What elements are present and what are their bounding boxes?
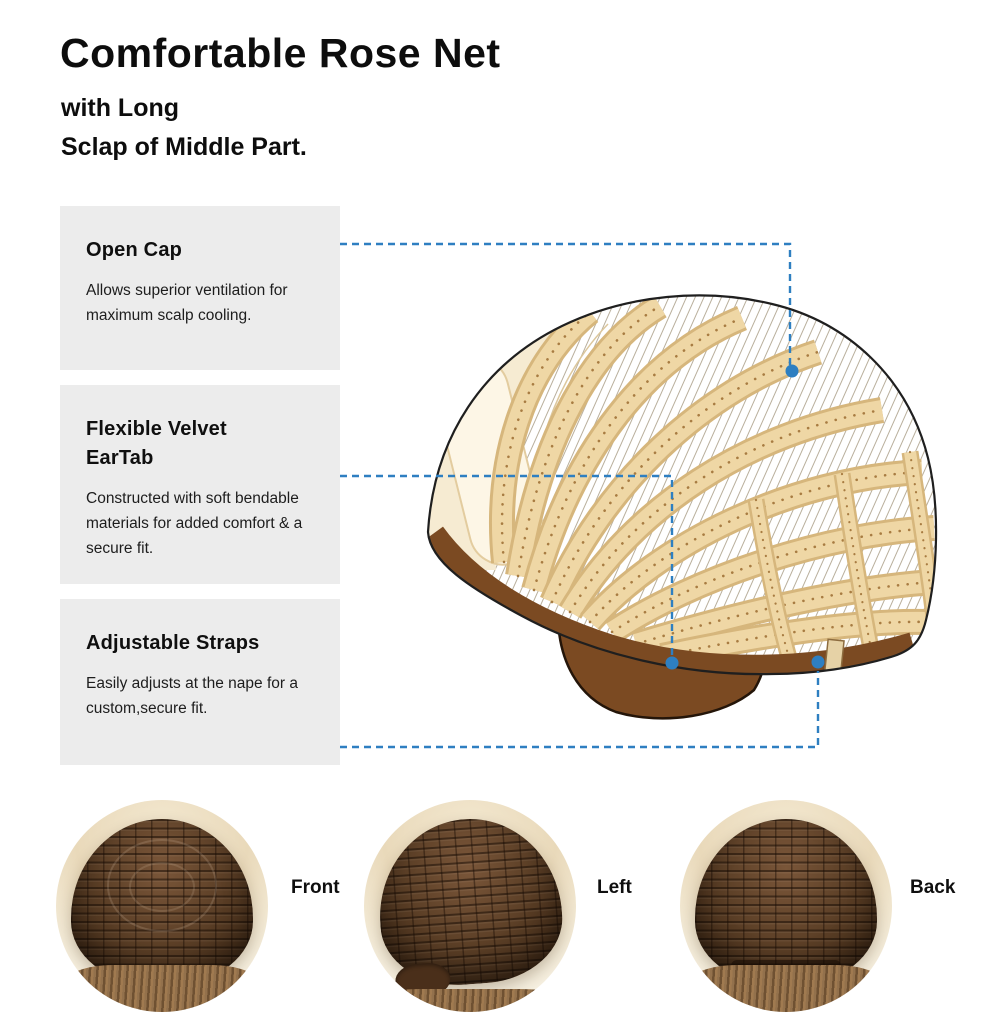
- callout-dot-ear-tab: [665, 656, 679, 670]
- hair-strands-back: [688, 965, 884, 1012]
- leader-line-ear-tab: [340, 474, 674, 656]
- hair-strands-left: [372, 988, 568, 1012]
- feature-straps-title: Adjustable Straps: [86, 632, 260, 654]
- cap-body: [428, 295, 937, 675]
- wig-cap-front-image: [70, 819, 254, 985]
- feature-open-cap: Open Cap Allows superior ventilation for…: [60, 206, 340, 370]
- feature-straps: Adjustable Straps Easily adjusts at the …: [60, 599, 340, 765]
- product-title: Comfortable Rose Net: [60, 30, 501, 76]
- feature-ear-tab-title: Flexible Velvet EarTab: [86, 418, 227, 469]
- hair-strands-front: [64, 965, 260, 1012]
- wig-cap-back-image: [694, 819, 878, 985]
- callout-lines: [340, 242, 825, 749]
- strap-buckle: [822, 638, 845, 675]
- wig-cap-left-image: [373, 812, 567, 991]
- left-view-photo: [364, 800, 576, 1012]
- product-subtitle-line1: with Long: [61, 94, 180, 122]
- bottom-trim-band: [428, 526, 919, 675]
- front-view-photo: [56, 800, 268, 1012]
- leader-line-straps: [340, 671, 820, 749]
- front-view-label: Front: [291, 877, 340, 898]
- feature-open-cap-description: Allows superior ventilation for maximum …: [86, 282, 288, 325]
- product-subtitle-line2: Sclap of Middle Part.: [61, 133, 307, 161]
- feature-ear-tab: Flexible Velvet EarTab Constructed with …: [60, 385, 340, 584]
- back-view-photo: [680, 800, 892, 1012]
- left-view-label: Left: [597, 877, 632, 898]
- leader-line-open-cap: [340, 242, 792, 365]
- back-view-label: Back: [910, 877, 956, 898]
- callout-dot-straps: [811, 655, 825, 669]
- callout-dot-open-cap: [785, 364, 799, 378]
- feature-open-cap-title: Open Cap: [86, 239, 183, 261]
- feature-straps-description: Easily adjusts at the nape for a custom,…: [86, 675, 298, 718]
- cap-outline: [426, 294, 938, 676]
- feature-ear-tab-description: Constructed with soft bendable materials…: [86, 490, 303, 558]
